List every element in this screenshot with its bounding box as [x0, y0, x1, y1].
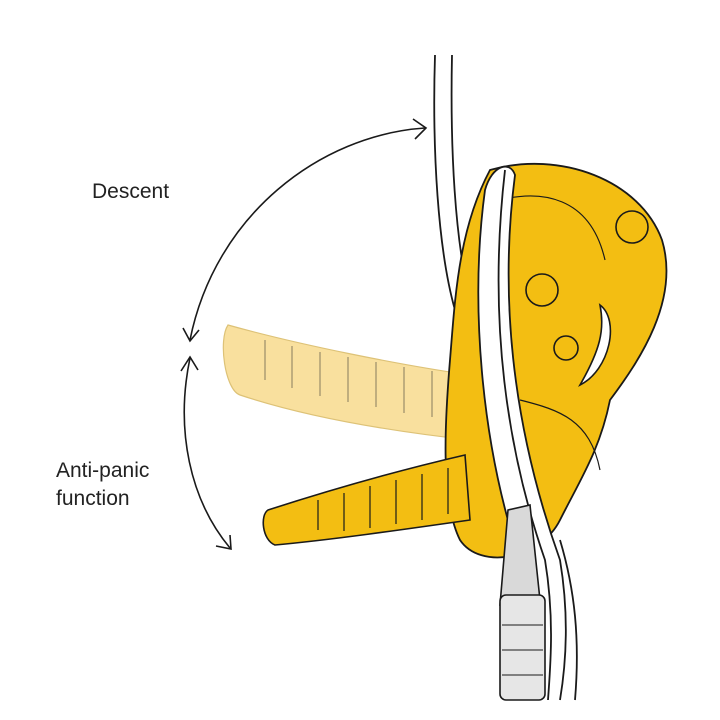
- descent-label: Descent: [92, 180, 170, 203]
- device-body: [444, 162, 668, 559]
- anti-panic-label-line1: Anti-panic: [56, 459, 150, 482]
- descent-arrow: [182, 118, 428, 343]
- handle-solid: [262, 454, 471, 546]
- anti-panic-arrow: [180, 355, 232, 550]
- rope-lower: [477, 165, 578, 701]
- carabiner: [499, 504, 546, 701]
- handle-ghost-position: [222, 324, 471, 441]
- anti-panic-label-line2: function: [56, 487, 130, 510]
